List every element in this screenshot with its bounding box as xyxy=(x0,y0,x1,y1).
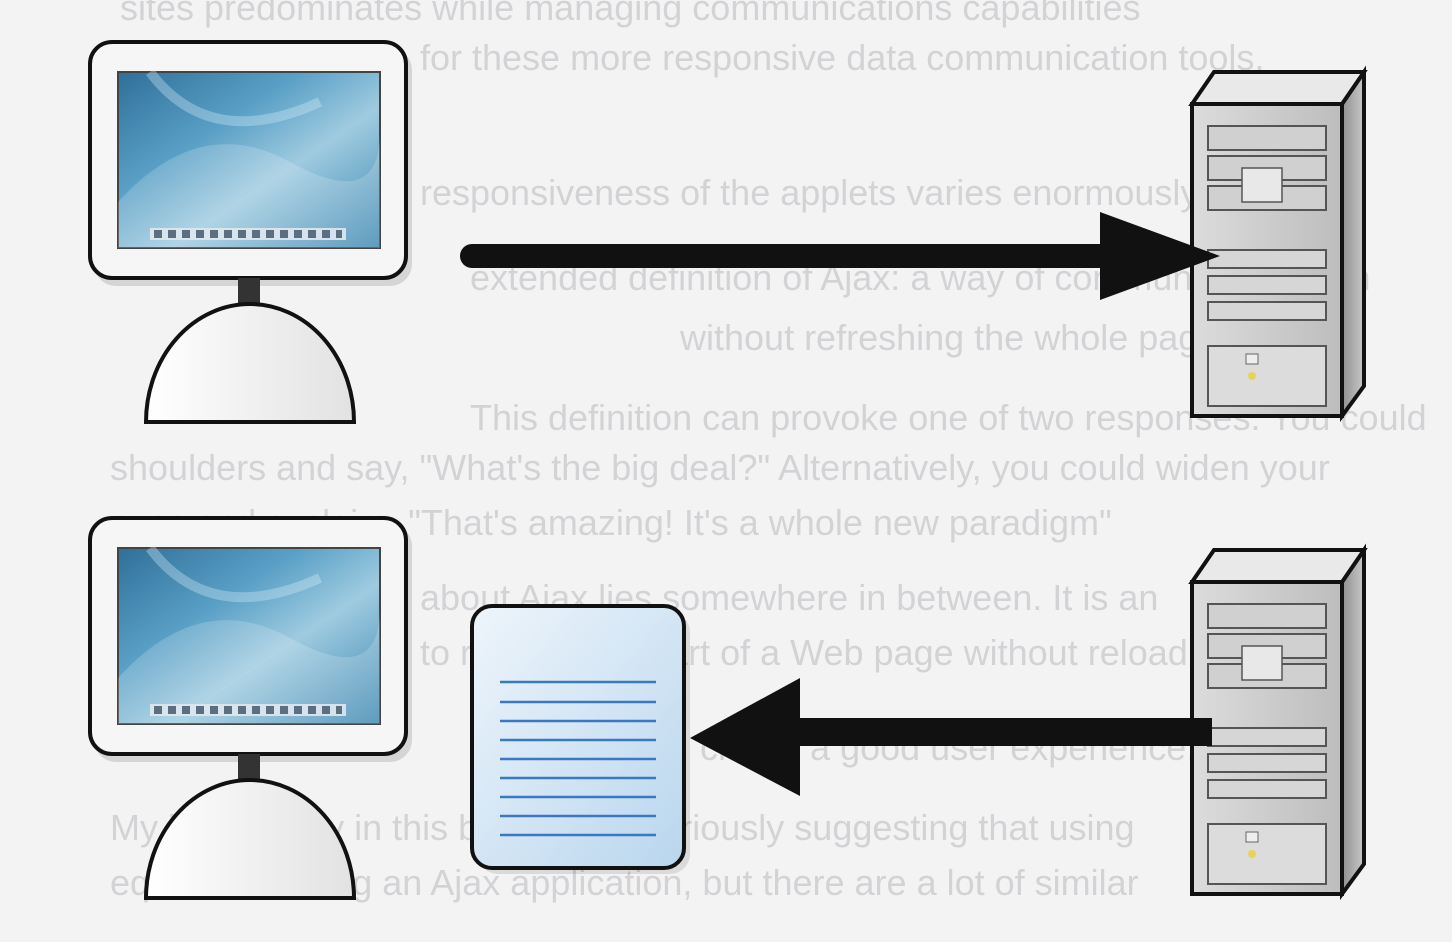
show-through-line: shoulders and say, "What's the big deal?… xyxy=(110,447,1330,488)
client-computer-top xyxy=(90,42,412,422)
show-through-line: responsiveness of the applets varies eno… xyxy=(420,172,1280,213)
show-through-line: for these more responsive data communica… xyxy=(420,37,1264,78)
response-arrow xyxy=(690,678,1212,796)
show-through-line: sites predominates while managing commun… xyxy=(120,0,1141,28)
document-icon xyxy=(470,604,690,874)
request-arrow xyxy=(460,212,1220,300)
server-tower-top xyxy=(1190,70,1366,418)
show-through-line: without refreshing the whole page. xyxy=(679,317,1228,358)
server-tower-bottom xyxy=(1190,548,1366,896)
